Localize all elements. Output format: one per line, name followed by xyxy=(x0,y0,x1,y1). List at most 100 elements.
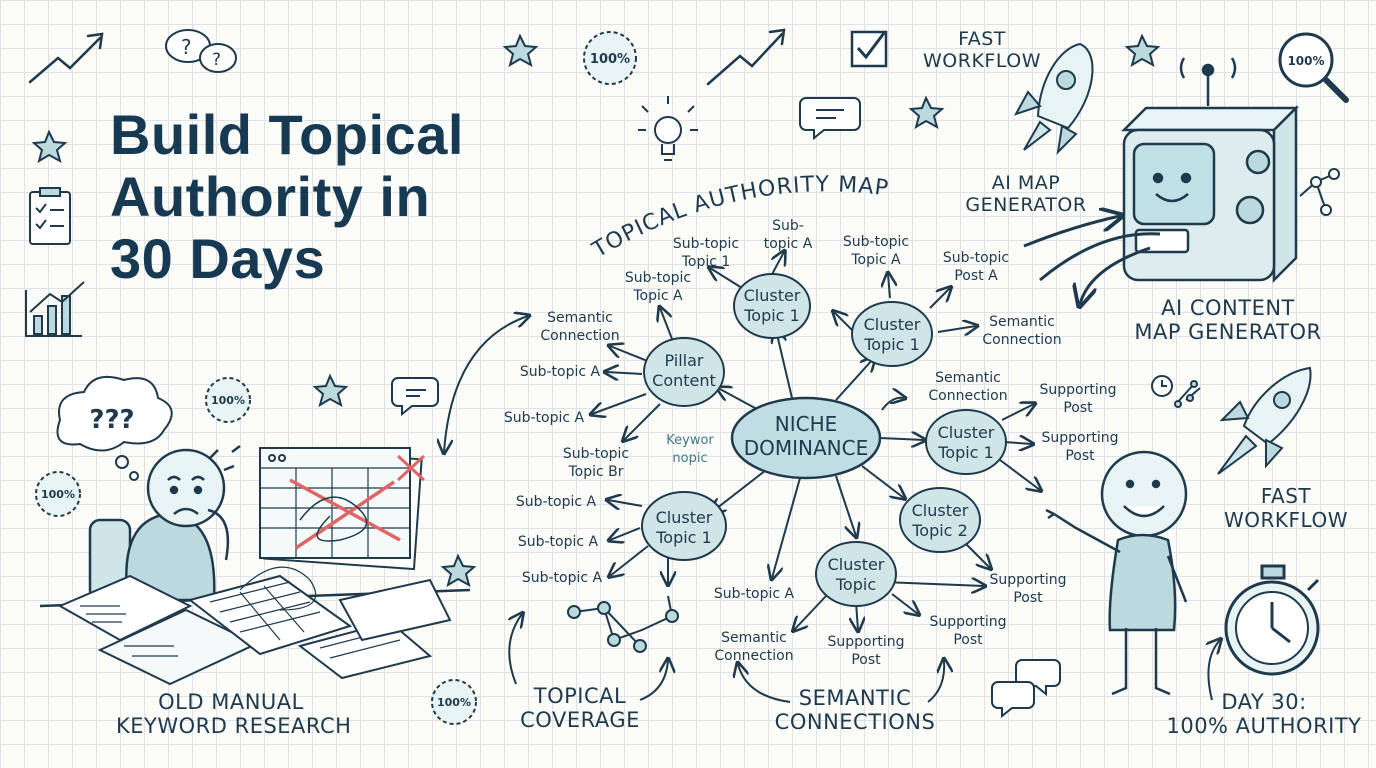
leaf-label: Topic A xyxy=(632,288,683,304)
leaf-label: Semantic xyxy=(547,310,613,326)
caption-line: COVERAGE xyxy=(520,708,640,732)
leaf-label: Connection xyxy=(982,332,1061,348)
svg-text:Cluster: Cluster xyxy=(656,508,713,527)
leaf-label: Sub-topic A xyxy=(520,364,601,380)
leaf-label: Post A xyxy=(954,268,998,284)
stick-figure-person xyxy=(1045,450,1188,696)
leaf-label: Topic 1 xyxy=(681,254,731,270)
leaf-label: Sub-topic A xyxy=(518,534,599,550)
leaf-label: Sub-topic A xyxy=(522,570,603,586)
cluster-node: Cluster Topic xyxy=(815,541,897,607)
svg-text:?: ? xyxy=(181,35,192,59)
caption-line: GENERATOR xyxy=(965,194,1087,216)
title-line: 30 Days xyxy=(110,227,326,290)
stopwatch-icon xyxy=(1224,564,1320,676)
leaf-label: Connection xyxy=(928,388,1007,404)
caption-semantic-connections: SEMANTIC CONNECTIONS xyxy=(760,686,950,734)
rocket-icon xyxy=(1013,42,1094,155)
leaf-label: Sub-topic A xyxy=(504,410,585,426)
svg-text:Pillar: Pillar xyxy=(664,351,703,370)
leaf-label: Supporting xyxy=(930,614,1007,630)
leaf-label: Sub-topic A xyxy=(516,494,597,510)
messy-desk xyxy=(39,447,471,686)
rocket-icon xyxy=(1217,366,1312,475)
caption-topical-coverage: TOPICAL COVERAGE xyxy=(500,684,660,732)
leaf-label: Post xyxy=(1063,400,1093,416)
leaf-label: nopic xyxy=(672,451,707,466)
caption-line: MAP GENERATOR xyxy=(1134,320,1322,344)
chat-bubble-icon xyxy=(799,97,861,141)
leaf-label: Sub-topic A xyxy=(714,586,795,602)
magnifier-icon: 100% xyxy=(1278,32,1349,103)
clock-icon xyxy=(1151,375,1201,408)
svg-text:Cluster: Cluster xyxy=(938,423,995,442)
svg-text:Topic: Topic xyxy=(835,575,876,594)
svg-text:Content: Content xyxy=(652,371,716,390)
percent-badge: 100% xyxy=(35,471,81,517)
leaf-label: Sub-topic xyxy=(673,236,739,252)
frustrated-person xyxy=(88,445,241,602)
svg-text:Topic 1: Topic 1 xyxy=(863,335,920,354)
pillar-node: Pillar Content xyxy=(643,337,725,407)
leaf-label: Sub-topic xyxy=(625,270,691,286)
leaf-label: Semantic xyxy=(721,630,787,646)
leaf-label: Semantic xyxy=(989,314,1055,330)
cluster-node: Cluster Topic 1 xyxy=(641,491,727,561)
leaf-label: Connection xyxy=(714,648,793,664)
caption-line: OLD MANUAL xyxy=(158,690,304,714)
leaf-label: Post xyxy=(953,632,983,648)
leaf-label: Sub-topic xyxy=(943,250,1009,266)
lightbulb-icon xyxy=(638,96,698,161)
leaf-label: Post xyxy=(1013,590,1043,606)
leaf-label: Topic Br xyxy=(567,464,623,480)
star-icon xyxy=(908,95,945,130)
chat-bubble-icon xyxy=(991,659,1061,719)
caption-line: 100% AUTHORITY xyxy=(1166,714,1362,738)
leaf-label: Post xyxy=(851,652,881,668)
svg-text:100%: 100% xyxy=(1287,54,1324,68)
caption-line: TOPICAL xyxy=(533,684,627,708)
leaf-label: Connection xyxy=(540,328,619,344)
network-nodes-icon xyxy=(1299,168,1340,216)
page-title: Build Topical Authority in 30 Days xyxy=(110,104,630,290)
caption-line: KEYWORD RESEARCH xyxy=(116,714,352,738)
svg-text:Cluster: Cluster xyxy=(828,555,885,574)
leaf-label: Sub-topic xyxy=(843,234,909,250)
svg-text:100%: 100% xyxy=(437,696,471,709)
caption-line: SEMANTIC xyxy=(798,686,912,710)
svg-text:DOMINANCE: DOMINANCE xyxy=(744,436,869,460)
trend-arrow-icon xyxy=(28,32,104,84)
bar-chart-icon xyxy=(25,281,85,337)
title-line: Authority in xyxy=(110,165,431,228)
cluster-node: Cluster Topic 1 xyxy=(925,409,1007,475)
leaf-labels: Sub-topic Topic 1 Sub- topic A Sub-topic… xyxy=(504,218,1119,668)
thought-bubble-icon: ??? xyxy=(56,376,173,481)
svg-text:NICHE: NICHE xyxy=(775,412,838,436)
caption-fast-workflow-right: FAST WORKFLOW xyxy=(1216,484,1356,532)
percent-badge: 100% xyxy=(205,377,251,423)
input-arrows xyxy=(1023,216,1161,304)
star-icon xyxy=(312,373,349,408)
center-node: NICHE DOMINANCE xyxy=(730,396,882,480)
svg-text:Cluster: Cluster xyxy=(864,315,921,334)
clipboard-icon xyxy=(29,187,71,245)
cluster-node: Cluster Topic 2 xyxy=(899,487,981,553)
svg-text:Cluster: Cluster xyxy=(744,286,801,305)
svg-text:???: ??? xyxy=(89,405,134,435)
cluster-node: Cluster Topic 1 xyxy=(733,273,811,339)
caption-line: CONNECTIONS xyxy=(774,710,936,734)
leaf-label: Sub-topic xyxy=(563,446,629,462)
caption-line: FAST xyxy=(958,28,1006,50)
caption-old-manual: OLD MANUAL KEYWORD RESEARCH xyxy=(116,690,352,738)
caption-line: AI MAP xyxy=(991,172,1061,194)
title-line: Build Topical xyxy=(110,103,464,166)
svg-text:?: ? xyxy=(212,50,221,70)
leaf-label: Supporting xyxy=(990,572,1067,588)
svg-text:Topic 1: Topic 1 xyxy=(743,306,800,325)
leaf-label: Supporting xyxy=(828,634,905,650)
svg-text:100%: 100% xyxy=(41,488,75,501)
star-icon xyxy=(440,553,477,588)
caption-line: WORKFLOW xyxy=(923,50,1041,72)
chat-bubble-icon xyxy=(391,377,439,417)
